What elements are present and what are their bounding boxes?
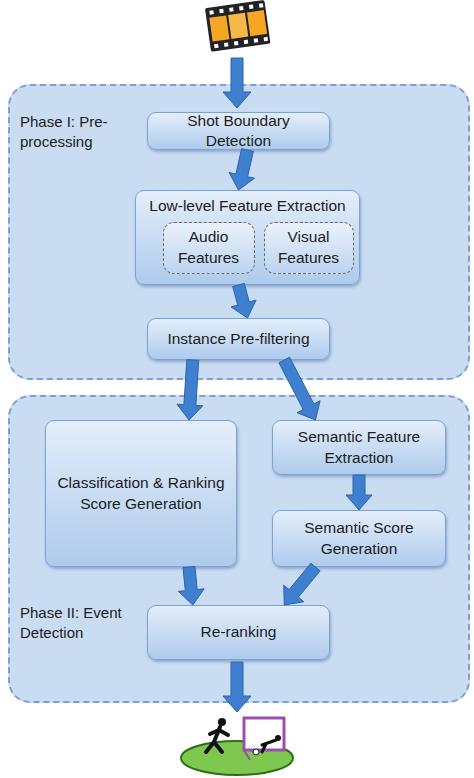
- box-label: Re-ranking: [195, 622, 283, 642]
- process-box: Shot Boundary Detection: [147, 112, 330, 150]
- feature-box: Visual Features: [264, 222, 354, 274]
- flow-arrow: [284, 563, 320, 605]
- box-label: Audio Features: [164, 227, 254, 267]
- soccer-illustration: [181, 718, 293, 775]
- box-label: Semantic Feature Extraction: [273, 427, 445, 467]
- flow-arrow: [279, 357, 320, 420]
- box-label: Low-level Feature Extraction: [136, 197, 359, 215]
- flow-arrow: [178, 566, 204, 605]
- box-label: Semantic Score Generation: [273, 518, 445, 558]
- process-box: Semantic Score Generation: [272, 510, 446, 567]
- box-label: Classification & Ranking Score Generatio…: [46, 473, 236, 513]
- feature-box: Audio Features: [163, 222, 255, 274]
- film-icon: [205, 0, 271, 52]
- process-box: Re-ranking: [147, 605, 330, 660]
- box-label: Instance Pre-filtering: [161, 329, 315, 349]
- phase-label: Phase I: Pre-processing: [20, 112, 145, 151]
- process-box: Instance Pre-filtering: [147, 318, 330, 360]
- process-box: Low-level Feature ExtractionAudio Featur…: [135, 190, 360, 285]
- flow-arrow: [231, 283, 256, 318]
- flow-arrow: [177, 360, 203, 420]
- flow-arrow: [346, 475, 372, 510]
- box-label: Shot Boundary Detection: [148, 111, 329, 151]
- process-box: Semantic Feature Extraction: [272, 420, 446, 475]
- box-label: Visual Features: [265, 227, 353, 267]
- flow-arrow: [229, 149, 254, 190]
- phase-band: Phase II: Event Detection Classification …: [8, 395, 470, 703]
- phase-label: Phase II: Event Detection: [20, 603, 150, 642]
- phase-band: Phase I: Pre-processingShot Boundary Det…: [8, 84, 470, 380]
- process-box: Classification & Ranking Score Generatio…: [45, 420, 237, 567]
